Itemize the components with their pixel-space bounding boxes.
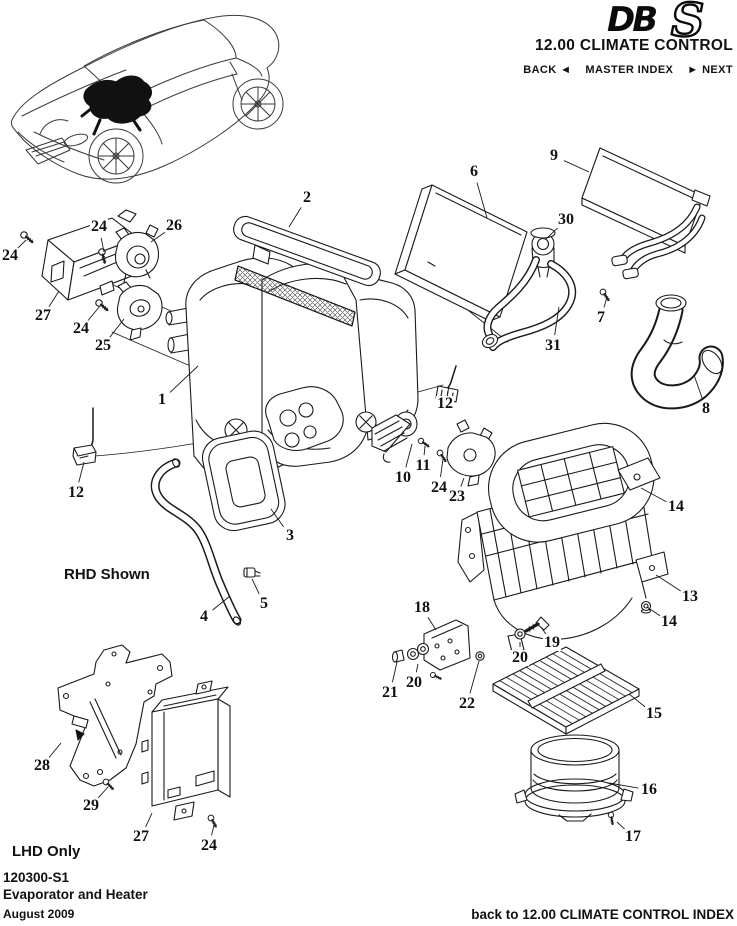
- front-wheel: [88, 128, 144, 184]
- part-13-intake-housing: [457, 422, 669, 653]
- grille: [25, 137, 71, 165]
- part-18-bracket: [423, 619, 471, 671]
- part-26-actuator: [114, 224, 160, 283]
- part-31-pipe-assembly: [481, 256, 577, 351]
- footer-document-info: 120300-S1 Evaporator and Heater August 2…: [3, 870, 148, 922]
- car-location-thumbnail: [10, 14, 284, 184]
- page-title: 12.00 CLIMATE CONTROL: [534, 37, 733, 54]
- part-9-heater-core: [581, 147, 711, 280]
- part-19-bolt: [514, 616, 550, 640]
- part-21-bushing: [391, 649, 405, 663]
- part-3-foam-gasket: [201, 430, 286, 532]
- part-25-actuator: [116, 281, 163, 341]
- part-1-hvac-unit: [165, 244, 419, 480]
- part-27-control-module-lhd: [141, 680, 231, 821]
- back-arrow-icon: ◄: [560, 64, 572, 76]
- part-15-air-filter: [492, 646, 640, 735]
- logo-db-text: DB: [607, 0, 656, 40]
- part-12-clip-left: [72, 407, 97, 466]
- logo-s-text: S: [671, 0, 704, 40]
- part-4-drain-hose: [150, 458, 242, 626]
- part-20-washers-left: [406, 642, 430, 661]
- nav-next-link[interactable]: ► NEXT: [687, 64, 733, 76]
- part-2-filter-cover: [233, 215, 381, 287]
- nav-back-link[interactable]: BACK ◄: [523, 64, 572, 76]
- back-to-index-link[interactable]: back to 12.00 CLIMATE CONTROL INDEX: [471, 907, 734, 922]
- next-arrow-icon: ►: [687, 64, 699, 76]
- nav-master-index-link[interactable]: MASTER INDEX: [585, 64, 674, 76]
- part-6-evaporator: [394, 184, 528, 322]
- part-22-nut: [475, 651, 485, 661]
- part-5-hose-clip: [243, 567, 261, 578]
- part-23-actuator: [446, 419, 496, 487]
- part-10-blower-resistor: [371, 411, 418, 463]
- dbs-logo: DB S: [607, 0, 705, 40]
- document-date: August 2009: [3, 907, 75, 921]
- headlight: [63, 133, 89, 147]
- part-16-blower-motor: [514, 734, 634, 822]
- nav-bar: BACK ◄ MASTER INDEX ► NEXT: [523, 64, 733, 76]
- part-28-bracket-lhd: [57, 644, 173, 787]
- rear-wheel: [232, 78, 284, 130]
- document-number: 120300-S1: [3, 870, 70, 886]
- part-8-duct-hose: [630, 294, 724, 410]
- document-title: Evaporator and Heater: [3, 887, 148, 903]
